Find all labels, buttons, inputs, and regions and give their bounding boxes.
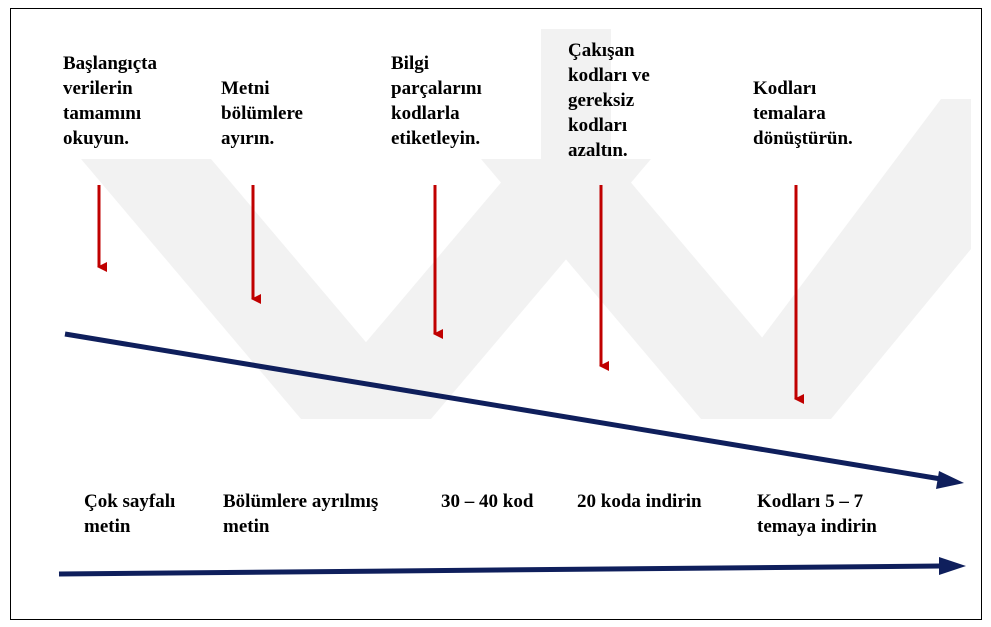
diagram-frame: Başlangıçta verilerin tamamını okuyun. M… xyxy=(10,8,982,620)
stage-label-multipage-text: Çok sayfalı metin xyxy=(84,491,176,537)
watermark-logo xyxy=(81,29,971,419)
step-label-tag-codes: Bilgi parçalarını kodlarla etiketleyin. xyxy=(391,53,482,149)
diagonal-progress-arrow xyxy=(64,331,964,489)
stage-label-20-codes: 20 koda indirin xyxy=(577,491,702,512)
stage-label-5-7-themes: Kodları 5 – 7 temaya indirin xyxy=(757,491,877,537)
step-label-codes-to-themes: Kodları temalara dönüştürün. xyxy=(753,78,853,149)
step-label-split-text: Metni bölümlere ayırın. xyxy=(221,78,303,149)
stage-label-segmented-text: Bölümlere ayrılmış metin xyxy=(223,491,379,537)
diagram-canvas xyxy=(58,29,971,577)
stage-label-30-40-codes: 30 – 40 kod xyxy=(441,491,534,512)
step-label-reduce-codes: Çakışan kodları ve gereksiz kodları azal… xyxy=(568,40,650,161)
bottom-timeline-arrow xyxy=(58,557,966,577)
step-label-read-all: Başlangıçta verilerin tamamını okuyun. xyxy=(63,53,157,149)
